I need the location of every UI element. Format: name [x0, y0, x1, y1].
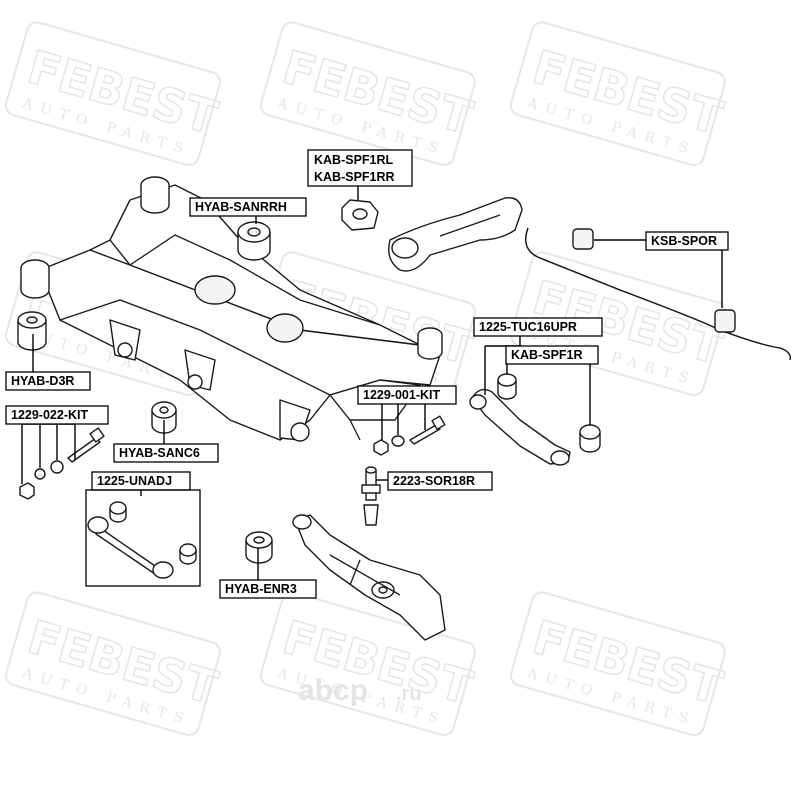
part-number-hyab-enr3: HYAB-ENR3 [225, 582, 297, 596]
label-hyab-d3r: HYAB-D3R [5, 371, 91, 391]
part-number-1225-tuc16upr: 1225-TUC16UPR [479, 320, 577, 334]
trailing-upper-arm [469, 373, 601, 466]
watermark-logo: FEBEST AUTO PARTS [4, 21, 224, 167]
label-kab-spf1rl: KAB-SPF1RL KAB-SPF1RR [307, 149, 413, 187]
part-number-kab-spf1r: KAB-SPF1R [511, 348, 583, 362]
upper-rear-arm [388, 197, 523, 272]
part-number-hyab-d3r: HYAB-D3R [11, 374, 74, 388]
label-2223-sor18r: 2223-SOR18R [387, 471, 493, 491]
label-1229-022-kit: 1229-022-KIT [5, 405, 109, 425]
part-number-2223-sor18r: 2223-SOR18R [393, 474, 475, 488]
label-ksb-spor: KSB-SPOR [645, 231, 729, 251]
label-kab-spf1r: KAB-SPF1R [505, 345, 599, 365]
part-number-hyab-sanrrh: HYAB-SANRRH [195, 200, 287, 214]
watermark-logo: FEBEST AUTO PARTS [259, 21, 479, 167]
part-number-kab-spf1rr: KAB-SPF1RR [314, 170, 395, 184]
site-watermark-tld: .ru [396, 683, 422, 705]
watermark-logo: FEBEST AUTO PARTS [509, 21, 729, 167]
part-number-hyab-sanc6: HYAB-SANC6 [119, 446, 200, 460]
part-number-1229-022-kit: 1229-022-KIT [11, 408, 88, 422]
label-1229-001-kit: 1229-001-KIT [357, 385, 457, 405]
bushing-kab-spf1rl [341, 199, 379, 231]
lower-control-arm [292, 514, 446, 641]
stabilizer-bar [525, 227, 791, 361]
part-number-1225-unadj: 1225-UNADJ [97, 474, 172, 488]
bolt-kit-001 [373, 415, 446, 456]
part-number-ksb-spor: KSB-SPOR [651, 234, 717, 248]
bushing-hyab-enr3 [245, 531, 273, 564]
bolt-kit-022 [19, 427, 105, 500]
stabilizer-link [361, 466, 381, 526]
unadj-group-frame [85, 489, 201, 587]
site-watermark: abcp .ru [298, 674, 422, 707]
bushing-hyab-sanrrh [237, 221, 271, 261]
bushing-hyab-d3r [17, 311, 47, 351]
part-number-1229-001-kit: 1229-001-KIT [363, 388, 440, 402]
part-labels: KAB-SPF1RL KAB-SPF1RR HYAB-SANRRH KSB-SP… [5, 149, 729, 599]
watermark-logo: FEBEST AUTO PARTS [509, 591, 729, 737]
watermark-logo: FEBEST AUTO PARTS [259, 591, 479, 737]
label-hyab-sanc6: HYAB-SANC6 [113, 443, 219, 463]
lateral-arm-unadj [87, 501, 197, 579]
part-number-kab-spf1rl: KAB-SPF1RL [314, 153, 394, 167]
label-hyab-enr3: HYAB-ENR3 [219, 579, 317, 599]
site-watermark-name: abcp [298, 674, 368, 707]
label-1225-tuc16upr: 1225-TUC16UPR [473, 317, 603, 337]
label-hyab-sanrrh: HYAB-SANRRH [189, 197, 307, 217]
label-1225-unadj: 1225-UNADJ [85, 471, 201, 587]
watermark-logo: FEBEST AUTO PARTS [4, 591, 224, 737]
